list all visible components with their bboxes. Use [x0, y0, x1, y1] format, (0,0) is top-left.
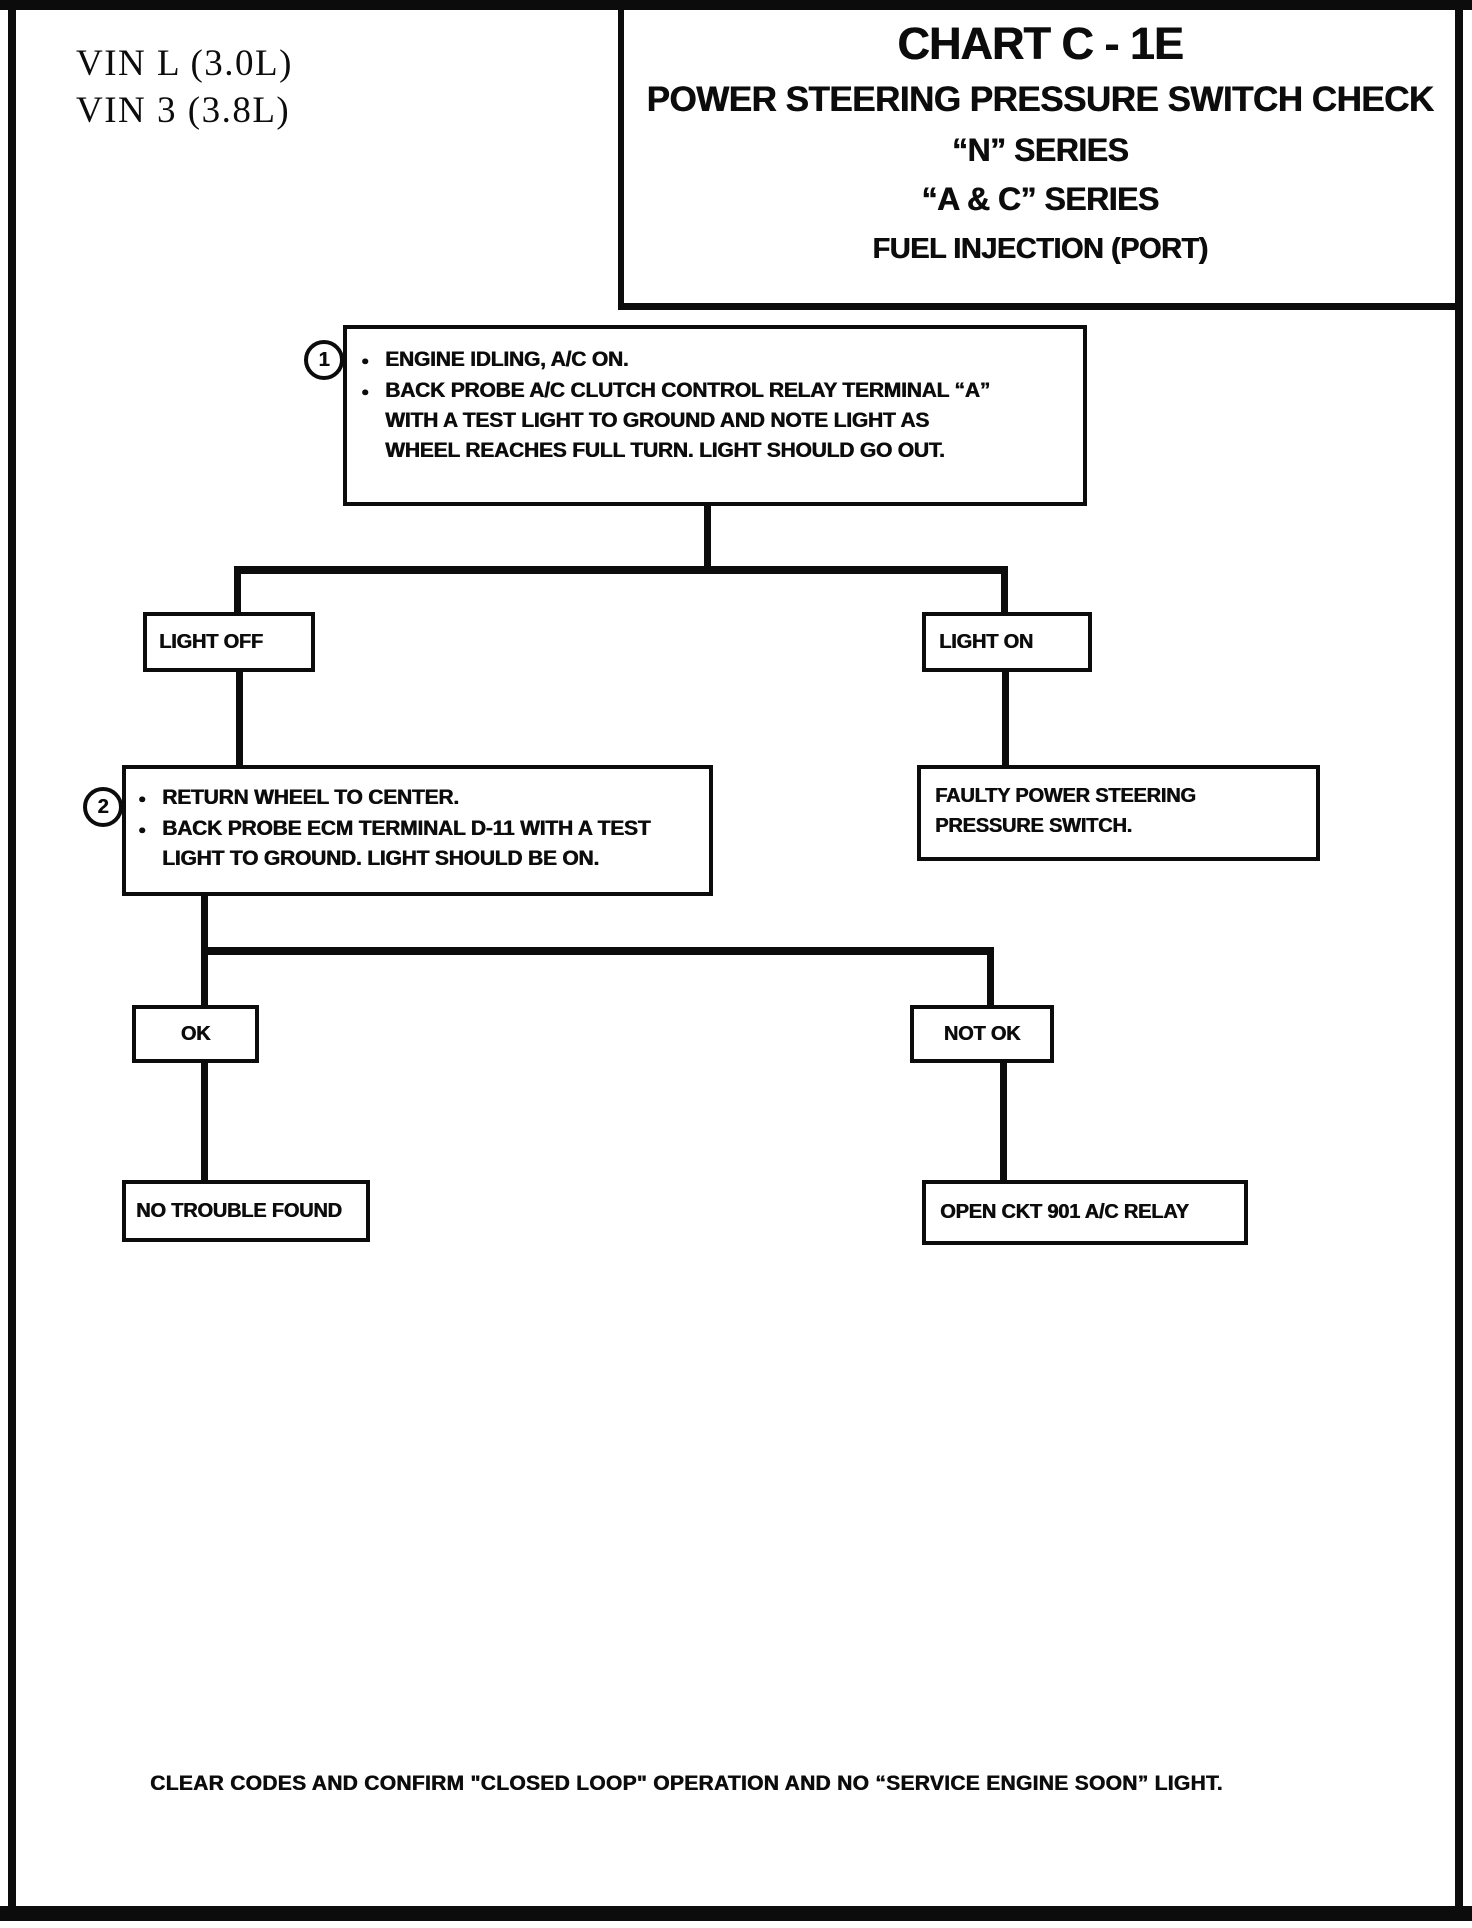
step1-number-badge: 1 [304, 340, 344, 380]
connector-step1-to-branch1 [704, 503, 711, 573]
page-border-top [0, 0, 1472, 10]
page-border-bottom [0, 1906, 1472, 1921]
series-n-label: “N” SERIES [951, 132, 1129, 168]
not-ok-box: NOT OK [910, 1005, 1054, 1063]
vin-line-2: VIN 3 (3.8L) [76, 90, 291, 131]
step2-bullet-2: BACK PROBE ECM TERMINAL D-11 WITH A TEST… [162, 817, 651, 870]
connector-step2-to-branch2 [201, 892, 208, 955]
no-trouble-found-box: NO TROUBLE FOUND [122, 1180, 370, 1242]
series-ac-label: “A & C” SERIES [921, 181, 1159, 217]
fuel-system-label: FUEL INJECTION (PORT) [872, 233, 1208, 265]
step1-bullet-2: BACK PROBE A/C CLUTCH CONTROL RELAY TERM… [385, 379, 990, 462]
connector-branch2-horizontal [201, 947, 994, 955]
step2-number-badge: 2 [83, 787, 123, 827]
connector-branch1-to-light-on [1001, 566, 1008, 616]
chart-title: POWER STEERING PRESSURE SWITCH CHECK [646, 80, 1434, 119]
footer-note: CLEAR CODES AND CONFIRM "CLOSED LOOP" OP… [150, 1772, 1223, 1795]
connector-branch2-to-not-ok [987, 947, 994, 1009]
step1-bullet-1: ENGINE IDLING, A/C ON. [385, 348, 629, 371]
step2-bullet-1: RETURN WHEEL TO CENTER. [162, 786, 459, 809]
connector-not-ok-to-open-ckt [1000, 1060, 1007, 1184]
page-border-right [1455, 0, 1463, 1921]
bullet-icon: ● [361, 384, 369, 399]
step2-box: ● RETURN WHEEL TO CENTER. ● BACK PROBE E… [122, 765, 713, 896]
page-border-left [8, 0, 16, 1921]
connector-branch1-horizontal [234, 566, 1008, 574]
connector-light-off-to-step2 [236, 668, 243, 769]
connector-ok-to-no-trouble [201, 1060, 208, 1184]
connector-branch2-to-ok [201, 947, 208, 1009]
bullet-icon: ● [138, 791, 146, 806]
light-off-box: LIGHT OFF [143, 612, 315, 672]
connector-light-on-to-faulty [1002, 668, 1009, 769]
bullet-icon: ● [138, 822, 146, 837]
title-block: CHART C - 1E POWER STEERING PRESSURE SWI… [624, 18, 1456, 266]
light-on-box: LIGHT ON [922, 612, 1092, 672]
vin-line-1: VIN L (3.0L) [76, 43, 293, 84]
bullet-icon: ● [361, 353, 369, 368]
connector-branch1-to-light-off [234, 566, 241, 616]
faulty-switch-box: FAULTY POWER STEERING PRESSURE SWITCH. [917, 765, 1320, 861]
step1-box: ● ENGINE IDLING, A/C ON. ● BACK PROBE A/… [343, 325, 1087, 506]
open-ckt-relay-box: OPEN CKT 901 A/C RELAY [922, 1180, 1248, 1245]
vin-codes: VIN L (3.0L) VIN 3 (3.8L) [76, 40, 293, 134]
title-box-bottom-rule [618, 303, 1463, 310]
chart-id: CHART C - 1E [897, 18, 1184, 69]
title-box-left-rule [618, 0, 624, 310]
ok-box: OK [132, 1005, 259, 1063]
